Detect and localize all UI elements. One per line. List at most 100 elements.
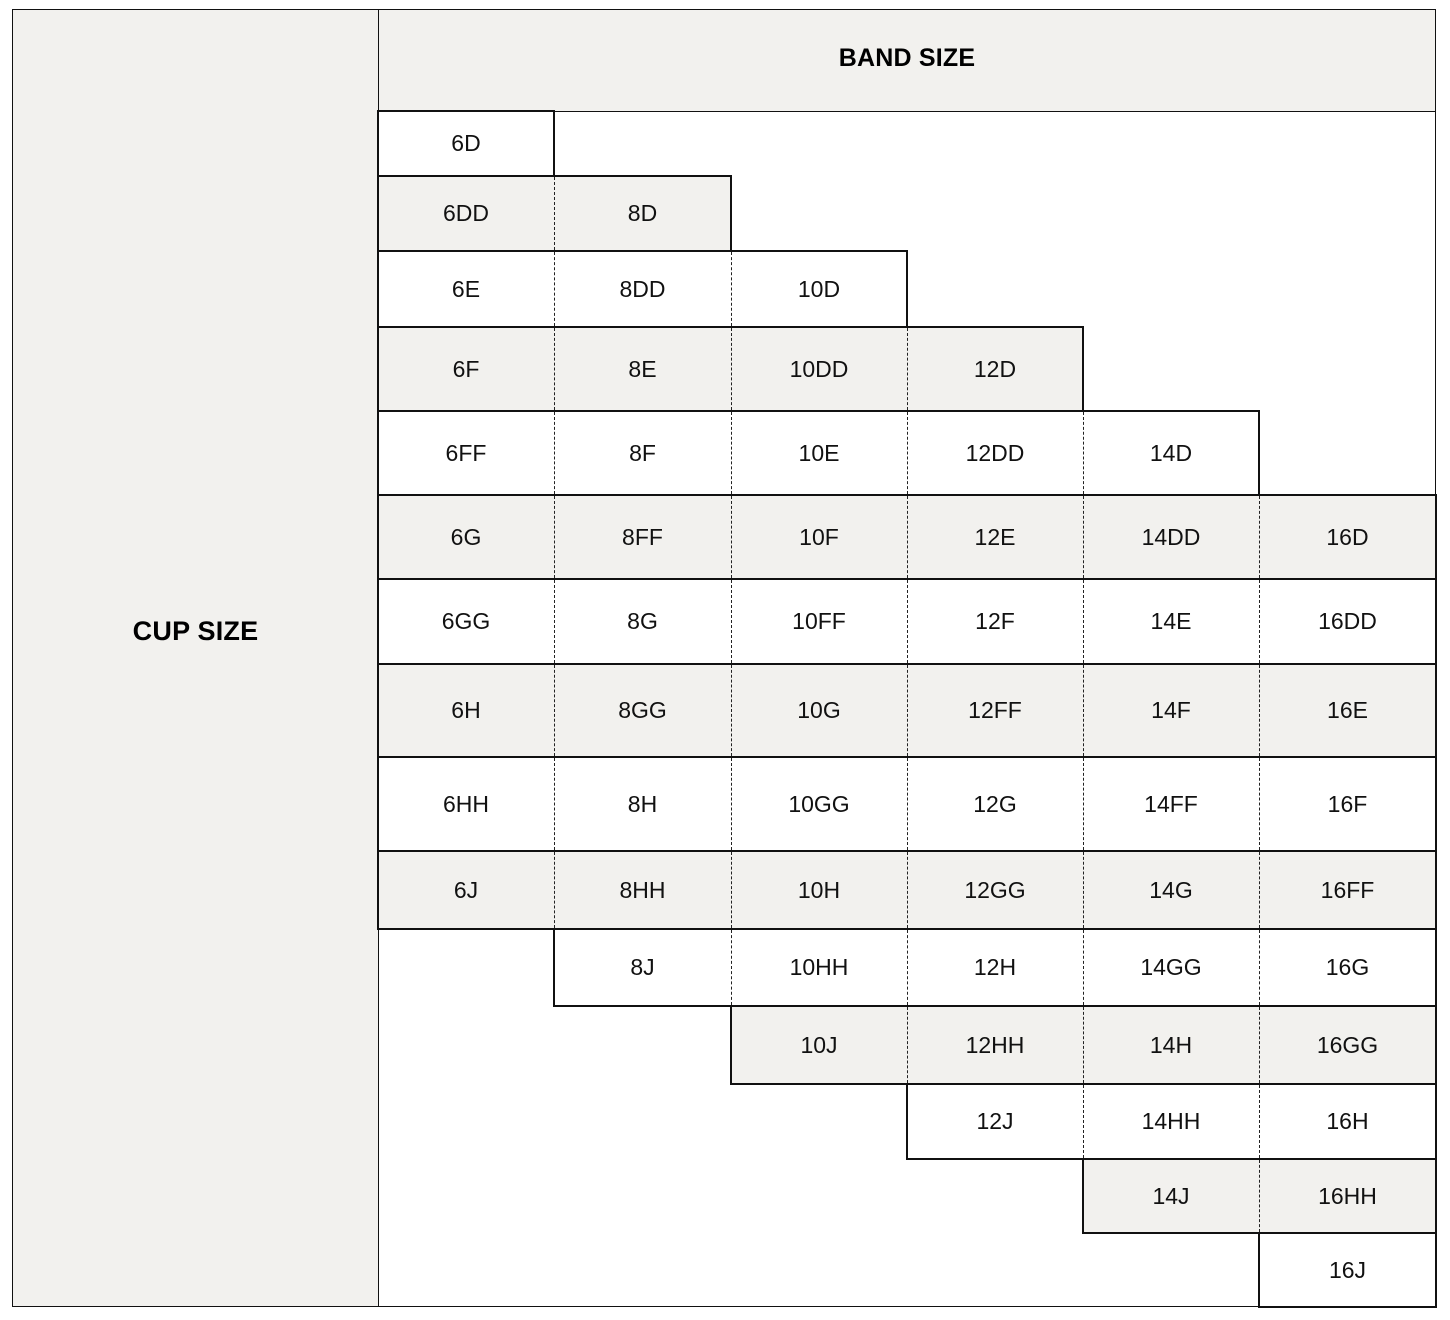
- column-separator: [731, 580, 732, 663]
- size-row: [1258, 1232, 1437, 1308]
- column-separator: [554, 328, 555, 410]
- column-separator: [1259, 758, 1260, 850]
- size-cell: 6FF: [445, 439, 487, 466]
- column-separator: [731, 328, 732, 410]
- column-separator: [731, 412, 732, 494]
- size-row: [377, 410, 1260, 496]
- size-cell: 12E: [974, 523, 1016, 550]
- size-cell: 8J: [630, 954, 655, 980]
- column-separator: [907, 496, 908, 578]
- size-cell: 14E: [1150, 608, 1192, 634]
- size-cell: 6D: [451, 130, 481, 156]
- column-separator: [554, 852, 555, 928]
- size-cell: 6GG: [441, 608, 491, 634]
- size-cell: 14FF: [1144, 790, 1198, 817]
- size-cell: 10G: [797, 697, 841, 723]
- column-separator: [1083, 1007, 1084, 1083]
- column-separator: [1259, 1085, 1260, 1158]
- size-cell: 6G: [450, 523, 482, 550]
- size-cell: 10FF: [792, 608, 846, 634]
- column-separator: [1083, 930, 1084, 1005]
- size-row: [377, 250, 908, 328]
- size-cell: 6J: [453, 876, 479, 903]
- column-separator: [554, 252, 555, 326]
- size-cell: 12GG: [964, 876, 1026, 903]
- column-separator: [554, 496, 555, 578]
- size-cell: 8DD: [619, 275, 666, 302]
- size-cell: 16H: [1326, 1108, 1369, 1134]
- size-cell: 8D: [627, 200, 658, 226]
- column-separator: [1259, 852, 1260, 928]
- size-cell: 14H: [1149, 1031, 1193, 1058]
- column-separator: [907, 412, 908, 494]
- column-separator: [1083, 412, 1084, 494]
- size-cell: 16GG: [1316, 1031, 1379, 1058]
- size-cell: 8F: [629, 439, 656, 466]
- size-cell: 8E: [628, 355, 657, 382]
- cup-size-column: CUP SIZE: [12, 9, 379, 1307]
- column-separator: [731, 665, 732, 756]
- size-cell: 10H: [797, 876, 841, 903]
- size-cell: 8FF: [622, 523, 663, 550]
- size-cell: 14F: [1151, 697, 1191, 723]
- column-separator: [907, 852, 908, 928]
- column-separator: [731, 758, 732, 850]
- column-separator: [907, 580, 908, 663]
- size-cell: 16G: [1325, 954, 1370, 980]
- column-separator: [1083, 758, 1084, 850]
- size-cell: 10DD: [789, 355, 849, 382]
- size-cell: 6H: [451, 697, 481, 723]
- size-cell: 14GG: [1140, 954, 1202, 980]
- column-separator: [554, 580, 555, 663]
- column-separator: [1083, 665, 1084, 756]
- column-separator: [1259, 496, 1260, 578]
- size-cell: 16E: [1327, 697, 1368, 723]
- column-separator: [1259, 1160, 1260, 1232]
- column-separator: [1083, 496, 1084, 578]
- size-cell: 16F: [1327, 790, 1368, 817]
- size-cell: 16HH: [1318, 1182, 1377, 1209]
- column-separator: [907, 665, 908, 756]
- size-cell: 14J: [1152, 1182, 1190, 1209]
- size-cell: 14G: [1149, 876, 1193, 903]
- column-separator: [907, 328, 908, 410]
- column-separator: [554, 665, 555, 756]
- size-cell: 12G: [973, 790, 1017, 817]
- column-separator: [907, 930, 908, 1005]
- column-separator: [731, 852, 732, 928]
- size-cell: 12H: [973, 954, 1017, 980]
- column-separator: [1259, 1007, 1260, 1083]
- size-cell: 16DD: [1318, 608, 1377, 634]
- cup-size-label: CUP SIZE: [132, 616, 259, 646]
- size-cell: 6DD: [442, 200, 489, 226]
- size-cell: 10HH: [789, 954, 849, 980]
- column-separator: [907, 758, 908, 850]
- size-cell: 12J: [976, 1108, 1014, 1134]
- size-cell: 14DD: [1141, 523, 1201, 550]
- size-cell: 12DD: [965, 439, 1025, 466]
- size-cell: 12FF: [968, 697, 1022, 723]
- size-cell: 14HH: [1141, 1108, 1201, 1134]
- column-separator: [554, 177, 555, 250]
- size-cell: 8G: [627, 608, 658, 634]
- band-size-header: BAND SIZE: [378, 9, 1436, 112]
- column-separator: [731, 252, 732, 326]
- size-cell: 8HH: [619, 876, 666, 903]
- size-cell: 12F: [975, 608, 1015, 634]
- column-separator: [907, 1007, 908, 1083]
- size-cell: 10E: [798, 439, 840, 466]
- size-cell: 8GG: [618, 697, 667, 723]
- size-cell: 6F: [452, 355, 480, 382]
- size-cell: 8H: [627, 790, 658, 817]
- size-cell: 10J: [800, 1031, 838, 1058]
- size-cell: 10D: [797, 275, 841, 302]
- column-separator: [1259, 580, 1260, 663]
- size-cell: 10GG: [788, 790, 850, 817]
- column-separator: [1083, 580, 1084, 663]
- size-cell: 16D: [1326, 523, 1369, 550]
- column-separator: [1259, 930, 1260, 1005]
- column-separator: [731, 496, 732, 578]
- size-cell: 10F: [799, 523, 839, 550]
- size-cell: 12HH: [965, 1031, 1025, 1058]
- column-separator: [554, 758, 555, 850]
